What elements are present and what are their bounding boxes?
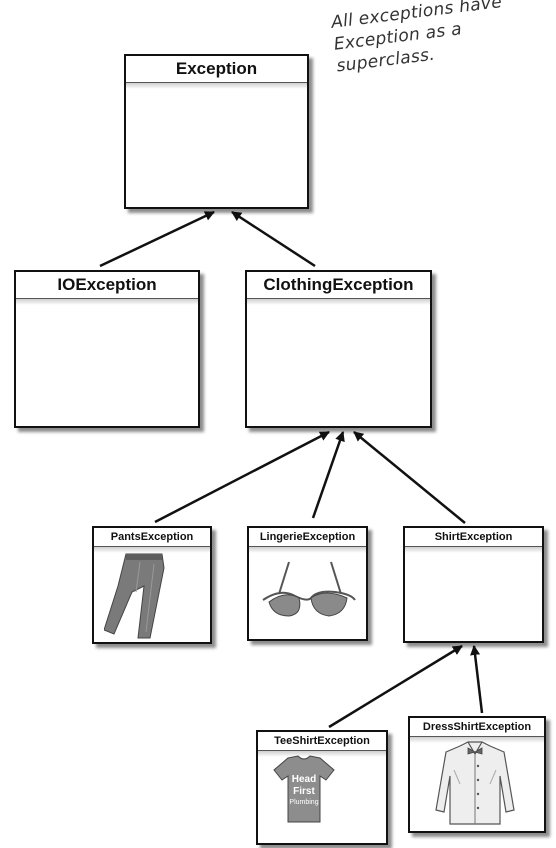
class-box-io-exception: IOException: [14, 270, 200, 428]
class-box-dress-shirt-exception: DressShirtException: [408, 716, 546, 833]
tee-print-line-2: First: [293, 786, 315, 797]
class-box-clothing-exception: ClothingException: [245, 270, 432, 428]
class-name-dress-shirt-exception: DressShirtException: [410, 718, 544, 737]
class-box-tee-shirt-exception: TeeShirtException Head First Plumbing: [256, 730, 388, 845]
class-name-clothing-exception: ClothingException: [247, 272, 430, 299]
arrow-lingerie-to-clothing: [311, 431, 345, 519]
tee-print-line-1: Head: [292, 774, 316, 785]
class-name-exception: Exception: [126, 56, 307, 83]
arrow-pants-to-clothing: [154, 430, 330, 524]
arrow-clothing-to-exception: [231, 210, 316, 268]
class-name-shirt-exception: ShirtException: [405, 528, 542, 547]
class-box-shirt-exception: ShirtException: [403, 526, 544, 643]
pants-image: [104, 553, 165, 639]
tee-print-line-3: Plumbing: [289, 799, 318, 806]
class-box-pants-exception: PantsException: [92, 526, 212, 644]
class-name-pants-exception: PantsException: [94, 528, 210, 547]
arrow-dress-to-shirt: [470, 645, 484, 714]
bra-image: [262, 561, 356, 617]
class-box-exception: Exception: [124, 54, 309, 209]
class-box-lingerie-exception: LingerieException: [247, 526, 368, 641]
arrow-io-to-exception: [99, 210, 215, 268]
class-name-lingerie-exception: LingerieException: [249, 528, 366, 547]
dress-shirt-image: [435, 741, 515, 825]
arrow-shirt-to-clothing: [353, 431, 466, 524]
tee-shirt-image: Head First Plumbing: [273, 755, 335, 823]
arrow-tee-to-shirt: [328, 644, 463, 729]
class-name-io-exception: IOException: [16, 272, 198, 299]
class-name-tee-shirt-exception: TeeShirtException: [258, 732, 386, 751]
